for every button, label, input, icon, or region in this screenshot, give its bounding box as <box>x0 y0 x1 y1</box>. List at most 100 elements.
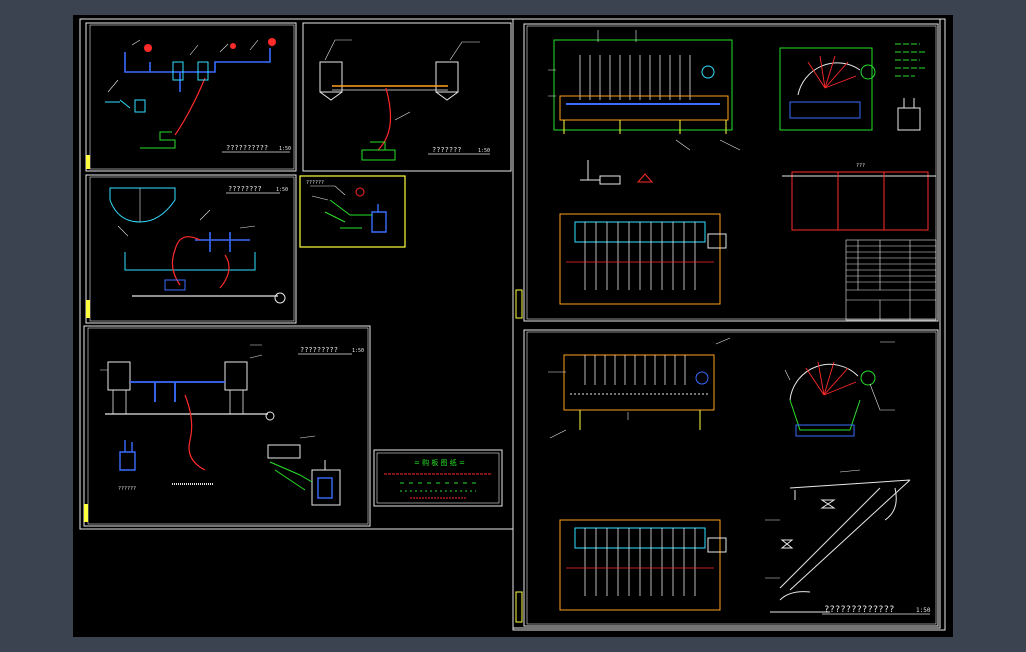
drawing-h-inner-frame <box>526 331 937 625</box>
drawing-d-scale: 1:50 <box>352 348 364 354</box>
drawing-d-frame <box>83 325 371 527</box>
drawing-h-front-body <box>563 354 715 411</box>
drawing-h[interactable]: ????????????? 1:50 <box>515 329 939 627</box>
drawing-f-motor <box>701 65 715 79</box>
drawing-h-plan-plates <box>584 528 696 596</box>
drawing-h-side-body <box>789 399 861 431</box>
drawing-h-chute-curve <box>779 487 897 601</box>
drawing-f-side-drive <box>860 64 876 80</box>
drawing-h-frame <box>523 329 939 627</box>
drawing-c-wheel <box>274 292 286 304</box>
drawing-f-notes <box>895 43 925 77</box>
drawing-e-valve <box>355 187 365 197</box>
drawing-d[interactable]: ?????? ????????? 1:50 <box>83 325 371 527</box>
drawing-f-leaders <box>548 30 741 151</box>
drawing-f-plan-drive <box>707 233 727 249</box>
drawing-f-small-unit <box>897 98 921 131</box>
drawing-h-side-spokes <box>805 361 857 396</box>
drawing-e[interactable]: ?????? <box>299 175 406 248</box>
drawing-d-blue-pipe <box>130 381 225 402</box>
drawing-a-pump-3 <box>230 43 236 49</box>
drawing-c-pump <box>164 279 186 291</box>
drawing-h-plates <box>584 355 686 385</box>
title-block-frame <box>373 449 503 507</box>
drawing-h-valves <box>780 499 836 549</box>
drawing-f-support <box>791 171 929 231</box>
drawing-b-frame <box>302 22 512 172</box>
drawing-b-pump <box>361 141 396 161</box>
drawing-h-leaders <box>548 337 731 439</box>
drawing-d-leaders <box>100 344 316 439</box>
drawing-c[interactable]: ???????? 1:50 <box>85 174 297 324</box>
drawing-h-chute <box>779 479 911 591</box>
drawing-b-tank-2 <box>435 61 459 93</box>
drawing-d-equipment <box>267 444 341 506</box>
drawing-a-equipment <box>105 99 146 113</box>
drawing-c-title: ???????? <box>228 185 262 193</box>
drawing-a[interactable]: ?????????? 1:50 <box>85 22 297 172</box>
drawing-f-side-bottom <box>789 101 861 119</box>
drawing-f-frame <box>523 23 939 322</box>
drawing-b-tank-bottoms <box>319 91 459 101</box>
drawing-h-side-base <box>795 424 855 437</box>
drawing-f-side-arc <box>797 62 861 96</box>
drawing-h-scale: 1:50 <box>916 607 931 614</box>
drawing-f-plan-body <box>559 213 721 305</box>
drawing-c-scale: 1:50 <box>276 187 288 193</box>
drawing-h-legs <box>579 410 701 430</box>
drawing-d-red-pipe <box>184 394 206 471</box>
drawing-f-strip <box>515 289 523 319</box>
drawing-a-frame <box>85 22 297 172</box>
drawing-f-front-body <box>553 39 733 131</box>
drawing-e-tank <box>371 204 387 233</box>
drawing-c-bath <box>124 252 256 271</box>
drawing-a-pump-2 <box>268 38 276 46</box>
drawing-a-blue-pipe <box>124 48 271 92</box>
drawing-d-label: ?????? <box>118 486 136 492</box>
drawing-f-plates <box>579 55 691 100</box>
drawing-b-leaders <box>324 39 480 121</box>
drawing-d-green-lines <box>269 461 313 491</box>
drawing-a-base <box>140 131 176 149</box>
drawing-e-green-lines <box>324 199 372 229</box>
drawing-d-inner-frame <box>87 327 369 525</box>
drawing-f-plan-plates <box>584 222 696 290</box>
drawing-h-chute-leaders <box>765 469 861 579</box>
drawing-f-support-legs <box>837 172 885 230</box>
drawing-e-label: ?????? <box>306 180 324 186</box>
drawing-f-small-item-1 <box>580 160 621 185</box>
drawing-b-red-pipe <box>377 87 392 151</box>
drawing-d-strip <box>84 504 88 522</box>
drawing-c-strip <box>86 300 90 318</box>
drawing-d-blue-tank <box>317 477 333 499</box>
drawing-a-red-pipe <box>174 77 206 136</box>
drawing-f-side-frame <box>779 47 873 131</box>
drawing-c-inner-frame <box>89 176 295 322</box>
drawing-a-valve-2 <box>197 61 209 81</box>
drawing-h-strip <box>515 591 523 623</box>
title-block[interactable]: = 购 板 图 纸 = <box>373 449 503 507</box>
drawing-f-support-label: ??? <box>856 163 865 169</box>
drawing-d-tank-2 <box>224 361 248 391</box>
drawing-c-blue-pipe <box>195 232 250 252</box>
drawing-f-legs <box>563 120 727 134</box>
drawing-a-leaders <box>107 39 259 93</box>
drawing-a-inner-frame <box>89 24 295 170</box>
drawing-h-motor <box>695 371 709 385</box>
drawing-h-side-arc <box>789 363 859 401</box>
drawing-c-frame <box>85 174 297 324</box>
drawing-d-title: ????????? <box>300 346 338 354</box>
drawing-b-scale: 1:50 <box>478 148 490 154</box>
drawing-b[interactable]: ??????? 1:50 <box>302 22 512 172</box>
drawing-c-red-pipe <box>171 236 230 289</box>
drawing-f[interactable]: ??? <box>515 23 939 322</box>
title-block-heading: = 购 板 图 纸 = <box>414 458 465 467</box>
drawing-a-scale: 1:50 <box>279 146 291 152</box>
drawing-b-title: ??????? <box>432 146 462 154</box>
sheet-right-inner-border <box>512 18 941 629</box>
drawing-a-strip <box>86 155 90 169</box>
drawing-f-side-spokes <box>807 55 857 89</box>
drawing-a-pump-1 <box>144 44 152 52</box>
drawing-f-inner-frame <box>526 25 937 320</box>
